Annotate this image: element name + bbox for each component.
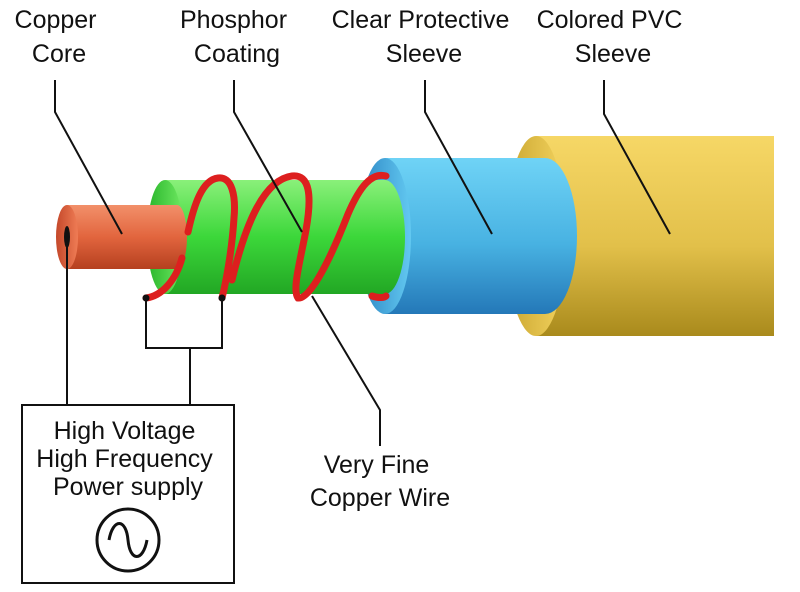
label-copper-core: Copper Core (15, 6, 104, 68)
leader-pvc-sleeve (603, 80, 671, 235)
copper-core (56, 205, 187, 269)
leader-fine-wire (311, 295, 381, 446)
label-fine-wire: Very Fine Copper Wire (310, 451, 450, 512)
ac-sine-wave-icon (95, 507, 161, 573)
label-phosphor-coating: Phosphor Coating (180, 6, 294, 68)
leader-clear-sleeve (424, 80, 493, 235)
label-clear-sleeve: Clear Protective Sleeve (332, 6, 517, 68)
leader-copper-core (54, 80, 123, 235)
supply-wiring (66, 237, 223, 405)
label-pvc-sleeve: Colored PVC Sleeve (537, 6, 690, 68)
label-power-supply: High Voltage High Frequency Power supply (36, 417, 219, 501)
fine-copper-wire (142, 171, 390, 302)
leader-phosphor-coating (233, 80, 303, 233)
